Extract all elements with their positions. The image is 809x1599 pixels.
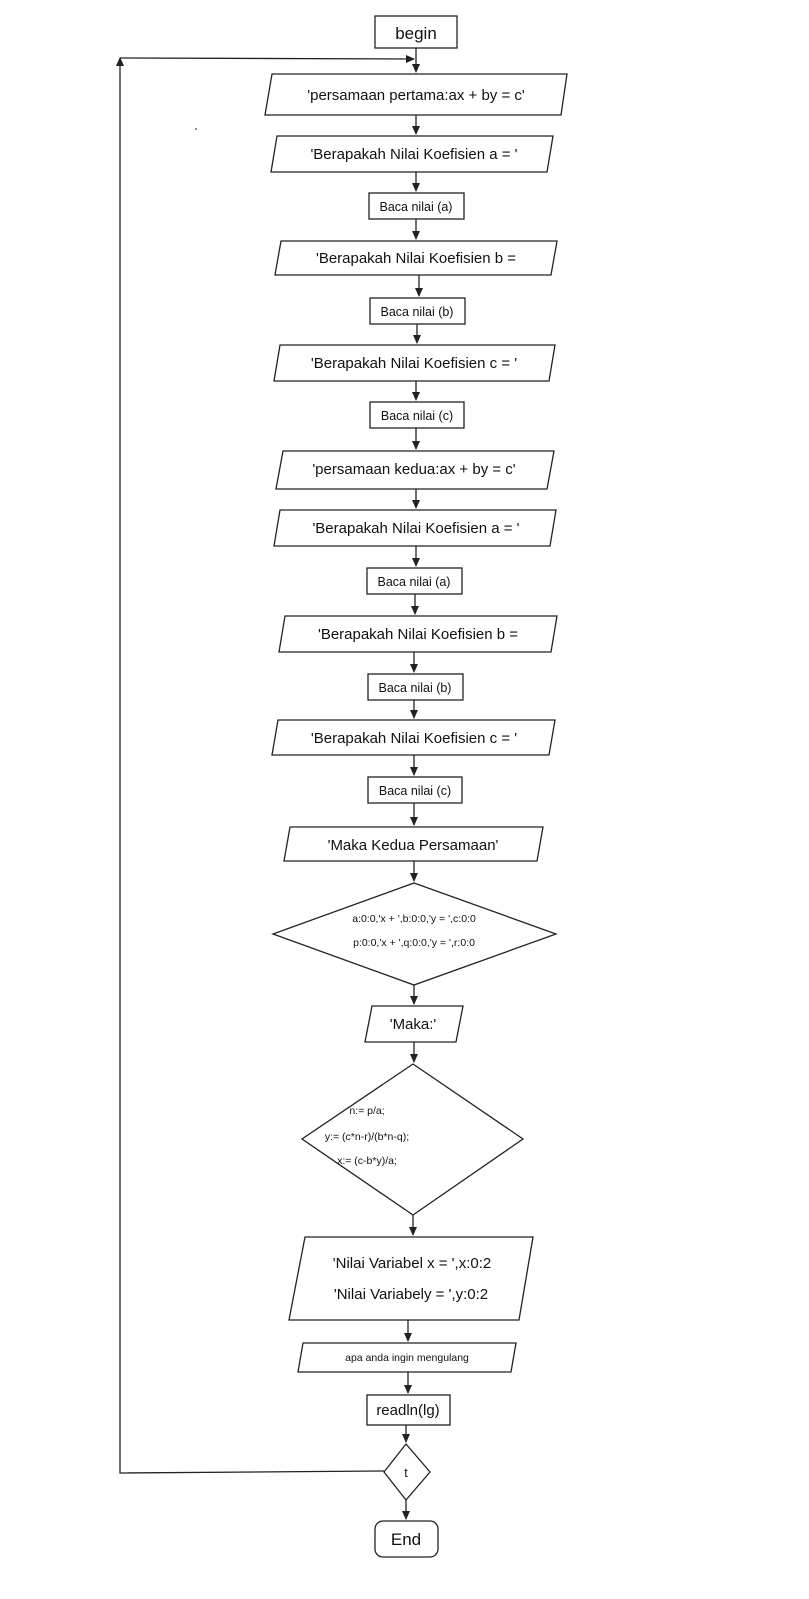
process-baca-b-1 — [369, 297, 466, 325]
io-maka-label: 'Maka:' — [390, 1016, 437, 1033]
decision-persamaan — [271, 882, 558, 986]
io-koefisien-b-1-label: 'Berapakah Nilai Koefisien b = — [316, 250, 516, 267]
process-baca-b-2-label: Baca nilai (b) — [379, 681, 452, 695]
io-koefisien-b-2 — [278, 615, 558, 653]
io-persamaan-pertama — [264, 73, 568, 116]
io-koefisien-b-2-label: 'Berapakah Nilai Koefisien b = — [318, 626, 518, 643]
io-persamaan-kedua-label: 'persamaan kedua:ax + by = c' — [312, 461, 515, 478]
io-ulang-prompt-label: apa anda ingin mengulang — [345, 1352, 469, 1364]
process-baca-c-2-label: Baca nilai (c) — [379, 784, 451, 798]
process-baca-b-1-label: Baca nilai (b) — [381, 305, 454, 319]
io-koefisien-c-2 — [271, 719, 556, 756]
decision-persamaan-line2: p:0:0,'x + ',q:0:0,'y = ',r:0:0 — [353, 937, 475, 949]
io-koefisien-c-1 — [273, 344, 556, 382]
io-maka-kedua-persamaan — [283, 826, 544, 862]
io-maka — [364, 1005, 464, 1043]
process-baca-a-1 — [368, 192, 465, 220]
process-baca-c-1 — [369, 401, 465, 429]
decision-persamaan-line1: a:0:0,'x + ',b:0:0,'y = ',c:0:0 — [352, 913, 476, 925]
io-persamaan-pertama-label: 'persamaan pertama:ax + by = c' — [307, 87, 525, 104]
io-koefisien-a-2 — [273, 509, 557, 547]
process-baca-b-2 — [367, 673, 464, 701]
begin-terminal — [374, 15, 458, 49]
io-koefisien-a-2-label: 'Berapakah Nilai Koefisien a = ' — [312, 520, 519, 537]
process-readln — [366, 1394, 451, 1426]
io-koefisien-c-2-label: 'Berapakah Nilai Koefisien c = ' — [311, 730, 517, 747]
end-label: End — [391, 1530, 421, 1549]
decision-ulang-label: t — [404, 1466, 408, 1480]
io-koefisien-c-1-label: 'Berapakah Nilai Koefisien c = ' — [311, 355, 517, 372]
io-nilai-variabel-line1: 'Nilai Variabel x = ',x:0:2 — [333, 1255, 491, 1272]
end-terminal — [374, 1520, 439, 1558]
process-baca-c-2 — [367, 776, 463, 804]
stray-dot — [195, 128, 197, 130]
loop-back-connector-top — [119, 54, 415, 63]
process-baca-a-2-label: Baca nilai (a) — [378, 575, 451, 589]
process-baca-c-1-label: Baca nilai (c) — [381, 409, 453, 423]
decision-hitung-line1: n:= p/a; — [349, 1105, 384, 1117]
io-nilai-variabel — [288, 1236, 534, 1321]
decision-hitung-line3: x:= (c-b*y)/a; — [337, 1155, 397, 1167]
io-koefisien-b-1 — [274, 240, 558, 276]
io-koefisien-a-1 — [270, 135, 554, 173]
io-ulang-prompt — [297, 1342, 517, 1373]
io-koefisien-a-1-label: 'Berapakah Nilai Koefisien a = ' — [310, 146, 517, 163]
process-readln-label: readln(lg) — [376, 1402, 439, 1419]
process-baca-a-2 — [366, 567, 463, 595]
loop-back-connector — [116, 57, 385, 1474]
io-persamaan-kedua — [275, 450, 555, 490]
begin-label: begin — [395, 24, 437, 43]
io-maka-kedua-persamaan-label: 'Maka Kedua Persamaan' — [328, 837, 499, 854]
io-nilai-variabel-line2: 'Nilai Variabely = ',y:0:2 — [334, 1286, 488, 1303]
process-baca-a-1-label: Baca nilai (a) — [380, 200, 453, 214]
decision-hitung-line2: y:= (c*n-r)/(b*n-q); — [325, 1131, 409, 1143]
